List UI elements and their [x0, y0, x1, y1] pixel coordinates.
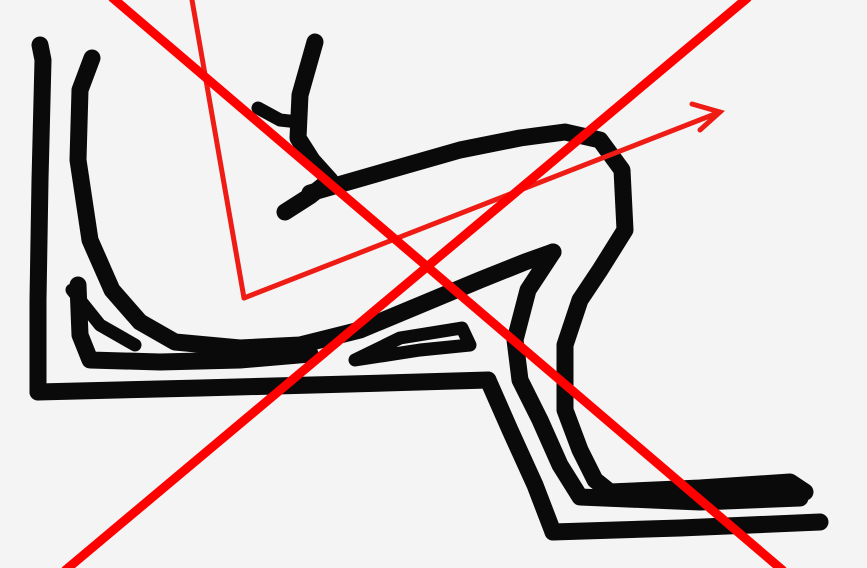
chair-footrest — [553, 522, 820, 532]
chair-backrest — [38, 45, 43, 392]
